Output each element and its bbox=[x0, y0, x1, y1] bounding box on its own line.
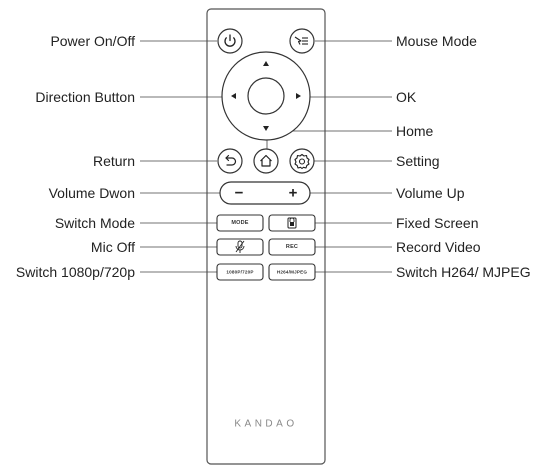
resolution-button[interactable] bbox=[216, 263, 264, 281]
mode-button-label: MODE bbox=[231, 220, 248, 226]
mouse-mode-icon bbox=[294, 36, 308, 45]
resolution-button-label: 1080P/720P bbox=[226, 270, 253, 275]
volume-down-button[interactable]: − bbox=[235, 185, 244, 202]
return-icon bbox=[225, 154, 237, 166]
arrow-right-icon[interactable] bbox=[296, 93, 301, 99]
label-return: Return bbox=[92, 153, 135, 169]
setting-button[interactable] bbox=[289, 148, 315, 174]
setting-icon bbox=[294, 153, 310, 170]
arrow-left-icon[interactable] bbox=[231, 93, 236, 99]
arrow-down-icon[interactable] bbox=[263, 126, 269, 131]
mouse-mode-button[interactable] bbox=[289, 28, 315, 54]
mic-off-button[interactable] bbox=[216, 238, 264, 256]
label-power: Power On/Off bbox=[50, 33, 135, 49]
label-switch-codec: Switch H264/ MJPEG bbox=[396, 264, 531, 280]
record-button[interactable] bbox=[268, 238, 316, 256]
label-volume-down: Volume Dwon bbox=[48, 185, 135, 201]
arrow-up-icon[interactable] bbox=[263, 61, 269, 66]
volume-rocker[interactable] bbox=[219, 181, 311, 205]
leader-lines-left bbox=[140, 40, 222, 273]
label-switch-resolution: Switch 1080p/720p bbox=[15, 264, 135, 280]
codec-button-label: H264/MJPEG bbox=[277, 270, 308, 275]
label-ok: OK bbox=[396, 89, 417, 105]
volume-up-button[interactable]: + bbox=[289, 185, 298, 202]
label-mic-off: Mic Off bbox=[90, 239, 135, 255]
label-volume-up: Volume Up bbox=[396, 185, 465, 201]
mic-off-icon bbox=[235, 240, 245, 253]
label-switch-mode: Switch Mode bbox=[54, 215, 135, 231]
label-home: Home bbox=[396, 123, 434, 139]
power-button[interactable] bbox=[217, 28, 243, 54]
label-mouse-mode: Mouse Mode bbox=[396, 33, 477, 49]
power-icon bbox=[224, 34, 236, 47]
label-record-video: Record Video bbox=[396, 239, 481, 255]
label-fixed-screen: Fixed Screen bbox=[396, 215, 479, 231]
label-direction-button: Direction Button bbox=[35, 89, 135, 105]
home-icon bbox=[260, 154, 272, 167]
brand-logo-text: KANDAO bbox=[234, 419, 297, 430]
home-button[interactable] bbox=[253, 148, 279, 174]
codec-button[interactable] bbox=[268, 263, 316, 281]
label-setting: Setting bbox=[396, 153, 440, 169]
return-button[interactable] bbox=[217, 148, 243, 174]
ok-button[interactable] bbox=[247, 77, 285, 115]
mode-button[interactable] bbox=[216, 214, 264, 232]
fixed-screen-button[interactable] bbox=[268, 214, 316, 232]
lock-icon bbox=[287, 217, 297, 229]
record-button-label: REC bbox=[286, 244, 298, 250]
